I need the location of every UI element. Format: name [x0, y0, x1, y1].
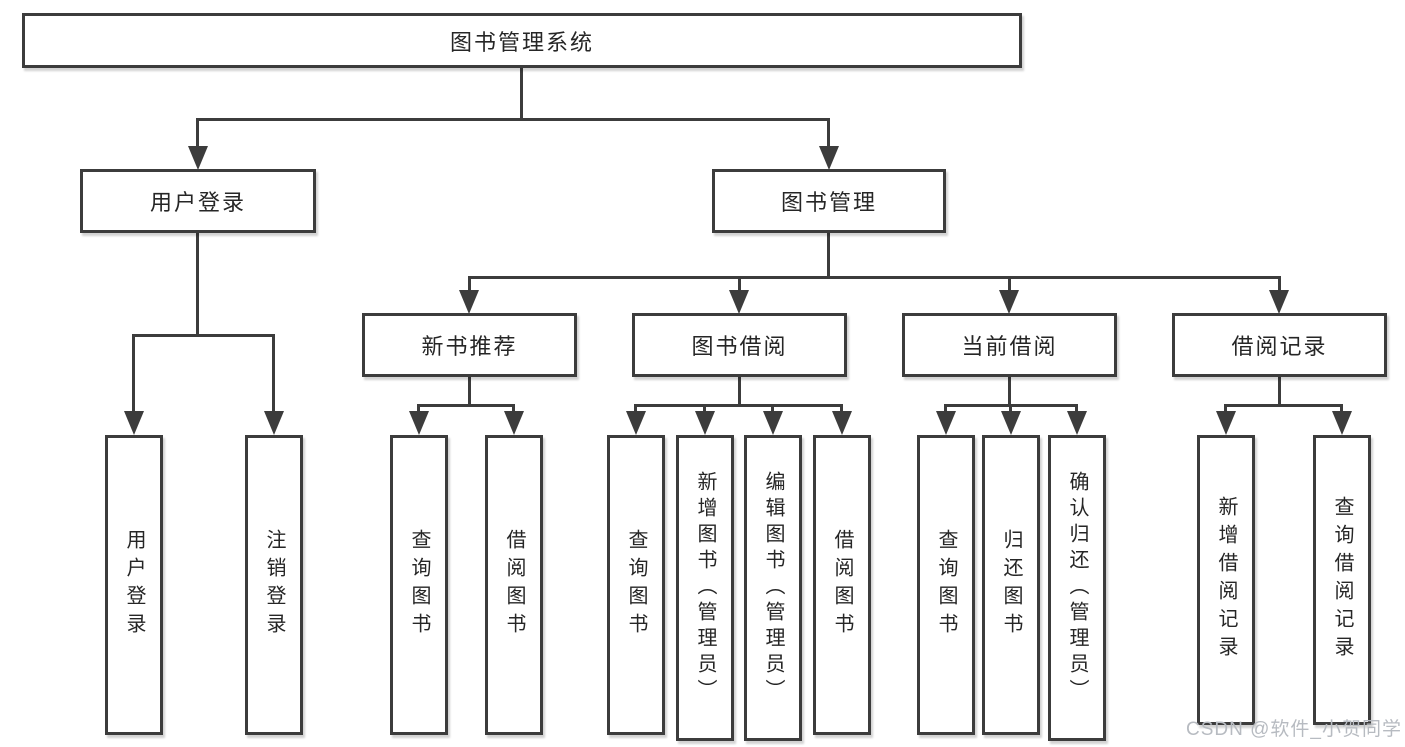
arrowhead-rc1 [1216, 411, 1236, 435]
arrowhead-nb2 [504, 411, 524, 435]
connector-drop-cu2 [1009, 404, 1012, 413]
node-new-book-recommend: 新书推荐 [362, 313, 577, 377]
connector-drop-rc1 [1224, 404, 1227, 413]
connector-drop-rc2 [1340, 404, 1343, 413]
node-root: 图书管理系统 [22, 13, 1022, 68]
node-book-borrow: 图书借阅 [632, 313, 847, 377]
connector-drop-cu3 [1075, 404, 1078, 413]
connector-drop-logout [272, 334, 275, 413]
leaf-cu-confirm-return-admin: 确认归还（管理员） [1048, 435, 1106, 741]
arrowhead-records [1269, 290, 1289, 314]
arrowhead-book-mgmt [819, 146, 839, 170]
arrowhead-borrow [729, 290, 749, 314]
arrowhead-bw1 [626, 411, 646, 435]
leaf-logout: 注销登录 [245, 435, 303, 735]
arrowhead-logout [264, 411, 284, 435]
arrowhead-bw3 [763, 411, 783, 435]
connector-borrow-stem [738, 374, 741, 406]
connector-borrow-rail [634, 404, 843, 407]
connector-drop-new-books [468, 276, 471, 293]
leaf-bw-query-book: 查询图书 [607, 435, 665, 735]
connector-drop-bw3 [771, 404, 774, 413]
connector-drop-records [1278, 276, 1281, 293]
connector-drop-current [1008, 276, 1011, 293]
connector-current-stem [1008, 374, 1011, 406]
connector-new-books-rail [417, 404, 515, 407]
arrowhead-login [124, 411, 144, 435]
connector-drop-bw2 [703, 404, 706, 413]
leaf-cu-return-book: 归还图书 [982, 435, 1040, 735]
leaf-rc-add-record: 新增借阅记录 [1197, 435, 1255, 725]
arrowhead-cu1 [936, 411, 956, 435]
connector-drop-nb2 [512, 404, 515, 413]
arrowhead-nb1 [409, 411, 429, 435]
connector-drop-bw4 [840, 404, 843, 413]
connector-user-login-stem [196, 232, 199, 336]
arrowhead-bw2 [695, 411, 715, 435]
connector-drop-cu1 [944, 404, 947, 413]
node-borrow-records: 借阅记录 [1172, 313, 1387, 377]
connector-root-stem [520, 67, 523, 120]
connector-new-books-stem [468, 374, 471, 406]
leaf-nb-query-book: 查询图书 [390, 435, 448, 735]
arrowhead-cu2 [1001, 411, 1021, 435]
node-user-login: 用户登录 [80, 169, 316, 233]
connector-records-rail [1224, 404, 1343, 407]
connector-drop-login [132, 334, 135, 413]
connector-book-mgmt-stem [827, 232, 830, 278]
connector-drop-borrow [738, 276, 741, 293]
leaf-rc-query-record: 查询借阅记录 [1313, 435, 1371, 725]
node-book-management: 图书管理 [712, 169, 946, 233]
arrowhead-cu3 [1067, 411, 1087, 435]
connector-drop-bw1 [634, 404, 637, 413]
arrowhead-user-login [188, 146, 208, 170]
node-current-borrow: 当前借阅 [902, 313, 1117, 377]
leaf-user-login: 用户登录 [105, 435, 163, 735]
arrowhead-current [999, 290, 1019, 314]
connector-groups-rail [468, 276, 1281, 279]
leaf-bw-borrow-book: 借阅图书 [813, 435, 871, 735]
leaf-nb-borrow-book: 借阅图书 [485, 435, 543, 735]
leaf-bw-edit-book-admin: 编辑图书（管理员） [744, 435, 802, 741]
connector-level2-rail [196, 118, 830, 121]
leaf-bw-add-book-admin: 新增图书（管理员） [676, 435, 734, 741]
arrowhead-bw4 [832, 411, 852, 435]
arrowhead-rc2 [1332, 411, 1352, 435]
connector-user-login-rail [132, 334, 275, 337]
connector-drop-user-login [196, 118, 199, 150]
watermark: CSDN @软件_小贺同学 [1186, 719, 1402, 740]
leaf-cu-query-book: 查询图书 [917, 435, 975, 735]
connector-drop-nb1 [417, 404, 420, 413]
connector-records-stem [1278, 374, 1281, 406]
connector-drop-book-mgmt [827, 118, 830, 150]
arrowhead-new-books [459, 290, 479, 314]
